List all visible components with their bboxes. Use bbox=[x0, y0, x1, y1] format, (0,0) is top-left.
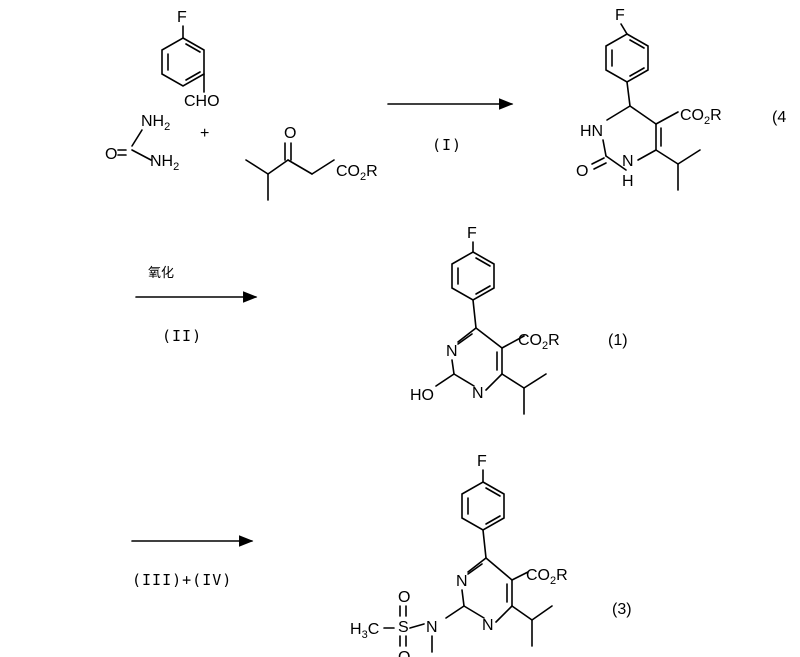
reactant-4-fluorobenzaldehyde: F CHO bbox=[161, 9, 220, 110]
urea-nh2-bottom: NH2 bbox=[150, 153, 179, 173]
compound3-sulfonyl-o-bottom: O bbox=[398, 649, 410, 657]
reaction-arrow-step1: (I) bbox=[387, 98, 514, 154]
compound3-amine-n: N bbox=[426, 619, 438, 636]
compound3-n-upper: N bbox=[456, 573, 468, 590]
compound4-n-lower: N bbox=[622, 153, 634, 170]
compound3-n-lower: N bbox=[482, 617, 494, 634]
compound3-number: (3) bbox=[612, 601, 632, 618]
step2-condition: (II) bbox=[162, 327, 202, 345]
compound3-ester-label: CO2R bbox=[526, 567, 568, 587]
step2-reagent: 氧化 bbox=[148, 266, 174, 281]
compound4-carbonyl-oxygen: O bbox=[576, 163, 588, 180]
compound1-fluorine: F bbox=[467, 225, 477, 242]
compound3-sulfonyl-o-top: O bbox=[398, 589, 410, 606]
compound3-sulfur: S bbox=[398, 619, 409, 636]
compound1-hydroxyl: HO bbox=[410, 387, 434, 404]
step1-condition: (I) bbox=[432, 136, 462, 154]
reactant-ketoester: O CO2R bbox=[245, 125, 378, 201]
compound4-nh-upper: HN bbox=[580, 123, 603, 140]
fluorine-label: F bbox=[177, 9, 187, 26]
aldehyde-label: CHO bbox=[184, 93, 220, 110]
compound3-fluorine: F bbox=[477, 453, 487, 470]
compound-4: F HN H N O CO2R (4 bbox=[576, 7, 786, 191]
compound1-n-upper: N bbox=[446, 343, 458, 360]
compound1-ester-label: CO2R bbox=[518, 332, 560, 352]
reaction-arrow-step2: 氧化 (II) bbox=[135, 266, 258, 345]
compound3-methyl-label: H3C bbox=[350, 621, 379, 641]
compound4-ester-label: CO2R bbox=[680, 107, 722, 127]
urea-oxygen: O bbox=[105, 146, 117, 163]
ketoester-ester-label: CO2R bbox=[336, 163, 378, 183]
urea-nh2-top: NH2 bbox=[141, 113, 170, 133]
compound4-nh-lower: H bbox=[622, 173, 634, 190]
compound4-fluorine: F bbox=[615, 7, 625, 24]
compound-3: F N N CO2R N S O O H3C ( bbox=[350, 453, 632, 657]
plus-sign: + bbox=[200, 125, 209, 142]
reaction-arrow-step3: (III)+(IV) bbox=[131, 535, 254, 589]
compound4-number: (4 bbox=[772, 109, 786, 126]
compound1-number: (1) bbox=[608, 332, 628, 349]
compound1-n-lower: N bbox=[472, 385, 484, 402]
ketone-oxygen: O bbox=[284, 125, 296, 142]
compound-1: F N N HO CO2R (1) bbox=[410, 225, 628, 415]
reactant-urea: NH2 O NH2 bbox=[105, 113, 179, 173]
step3-condition: (III)+(IV) bbox=[132, 571, 232, 589]
